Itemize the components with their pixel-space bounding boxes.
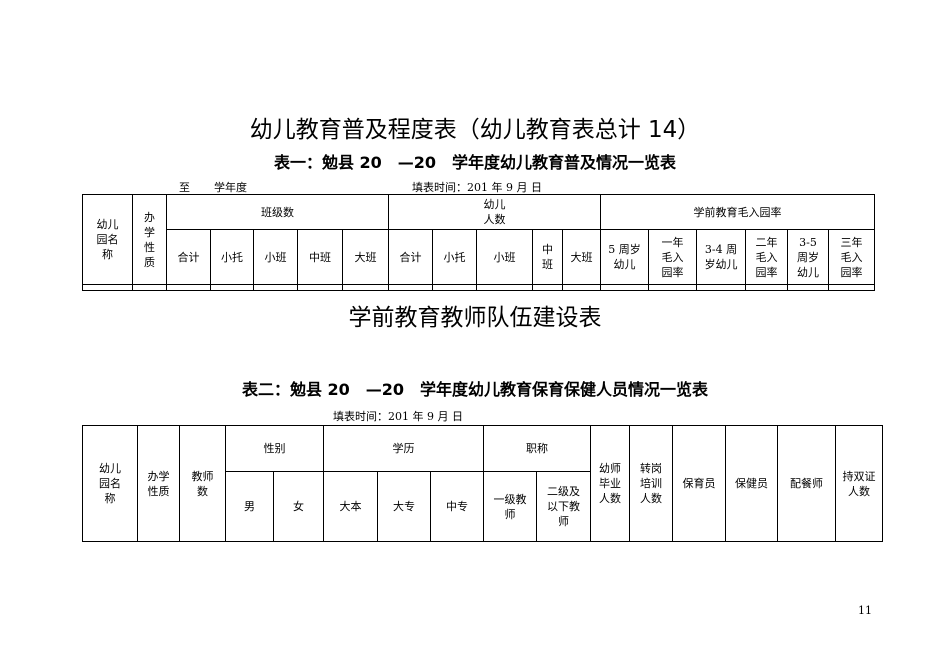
header-class-middle: 中班 — [297, 229, 343, 285]
table2-staff: 幼儿园名称 办学性质 教师数 性别 学历 职称 幼师毕业人数 转岗培训人数 保育… — [82, 425, 884, 542]
table-cell[interactable] — [828, 284, 876, 291]
header-children-small: 小班 — [476, 229, 534, 285]
table-cell[interactable] — [253, 284, 298, 291]
header-transfer-training: 转岗培训人数 — [629, 425, 674, 542]
table-cell[interactable] — [648, 284, 698, 291]
header-children-infant: 小托 — [432, 229, 478, 285]
header-school-type: 办学性质 — [132, 194, 167, 285]
header-school-type: 办学性质 — [137, 425, 180, 542]
header-children-middle: 中班 — [532, 229, 564, 285]
table-cell[interactable] — [562, 284, 602, 291]
header-gross-enrollment: 学前教育毛入园率 — [600, 194, 876, 230]
table-cell[interactable] — [696, 284, 747, 291]
header-rate1: 一年毛入园率 — [648, 229, 698, 285]
page-number: 11 — [858, 604, 872, 617]
header-kindergarten-name: 幼儿园名称 — [82, 194, 133, 285]
header-bachelor: 大本 — [323, 471, 378, 542]
period-to-label: 至 — [179, 181, 190, 194]
header-graduates: 幼师毕业人数 — [590, 425, 631, 542]
table1-period-line: 至 学年度 — [155, 179, 247, 195]
table-cell[interactable] — [297, 284, 343, 291]
header-title: 职称 — [483, 425, 592, 472]
header-caregivers: 保育员 — [672, 425, 727, 542]
table-cell[interactable] — [745, 284, 789, 291]
period-suffix-label: 学年度 — [214, 181, 247, 194]
header-age35: 3-5 周岁幼儿 — [787, 229, 830, 285]
table-cell[interactable] — [432, 284, 478, 291]
header-female: 女 — [273, 471, 324, 542]
header-class-large: 大班 — [341, 229, 390, 285]
table-cell[interactable] — [600, 284, 650, 291]
table-cell[interactable] — [532, 284, 564, 291]
table-cell[interactable] — [210, 284, 254, 291]
table-row — [82, 284, 876, 291]
header-meal-staff: 配餐师 — [777, 425, 837, 542]
table1-title: 表一：勉县 20 —20 学年度幼儿教育普及情况一览表 — [273, 153, 677, 172]
header-gender: 性别 — [225, 425, 324, 472]
table-cell[interactable] — [787, 284, 830, 291]
header-children-total: 合计 — [388, 229, 434, 285]
header-level2-below: 二级及以下教师 — [536, 471, 592, 542]
table-cell[interactable] — [388, 284, 434, 291]
table2-title: 表二：勉县 20 —20 学年度幼儿教育保育保健人员情况一览表 — [241, 380, 709, 399]
header-kindergarten-name: 幼儿园名称 — [82, 425, 138, 542]
table-cell[interactable] — [476, 284, 534, 291]
header-age34: 3-4 周岁幼儿 — [696, 229, 747, 285]
header-health-workers: 保健员 — [725, 425, 779, 542]
table1-fill-time: 填表时间：201 年 9 月 日 — [412, 181, 542, 194]
header-rate2: 二年毛入园率 — [745, 229, 789, 285]
header-class-total: 合计 — [166, 229, 211, 285]
table-cell[interactable] — [132, 284, 167, 291]
header-education: 学历 — [322, 425, 485, 472]
table2-fill-time: 填表时间：201 年 9 月 日 — [333, 410, 463, 423]
header-male: 男 — [225, 471, 274, 542]
header-class-infant: 小托 — [210, 229, 254, 285]
header-secondary: 中专 — [429, 471, 485, 542]
header-age5: 5 周岁幼儿 — [600, 229, 650, 285]
page-title: 幼儿教育普及程度表（幼儿教育表总计 14） — [249, 117, 701, 143]
table1-enrollment: 幼儿园名称 办学性质 班级数 幼儿人数 学前教育毛入园率 合计 小托 小班 中班… — [82, 194, 876, 291]
table-cell[interactable] — [82, 284, 133, 291]
header-college: 大专 — [377, 471, 431, 542]
header-children-large: 大班 — [562, 229, 602, 285]
header-level1: 一级教师 — [483, 471, 538, 542]
header-class-small: 小班 — [253, 229, 298, 285]
header-teachers: 教师数 — [179, 425, 226, 542]
header-rate3: 三年毛入园率 — [828, 229, 876, 285]
header-class-count: 班级数 — [165, 194, 390, 230]
section-title: 学前教育教师队伍建设表 — [348, 305, 602, 331]
header-children-count: 幼儿人数 — [388, 194, 602, 230]
table-cell[interactable] — [341, 284, 390, 291]
header-dual-cert: 持双证人数 — [835, 425, 884, 542]
table-cell[interactable] — [166, 284, 211, 291]
